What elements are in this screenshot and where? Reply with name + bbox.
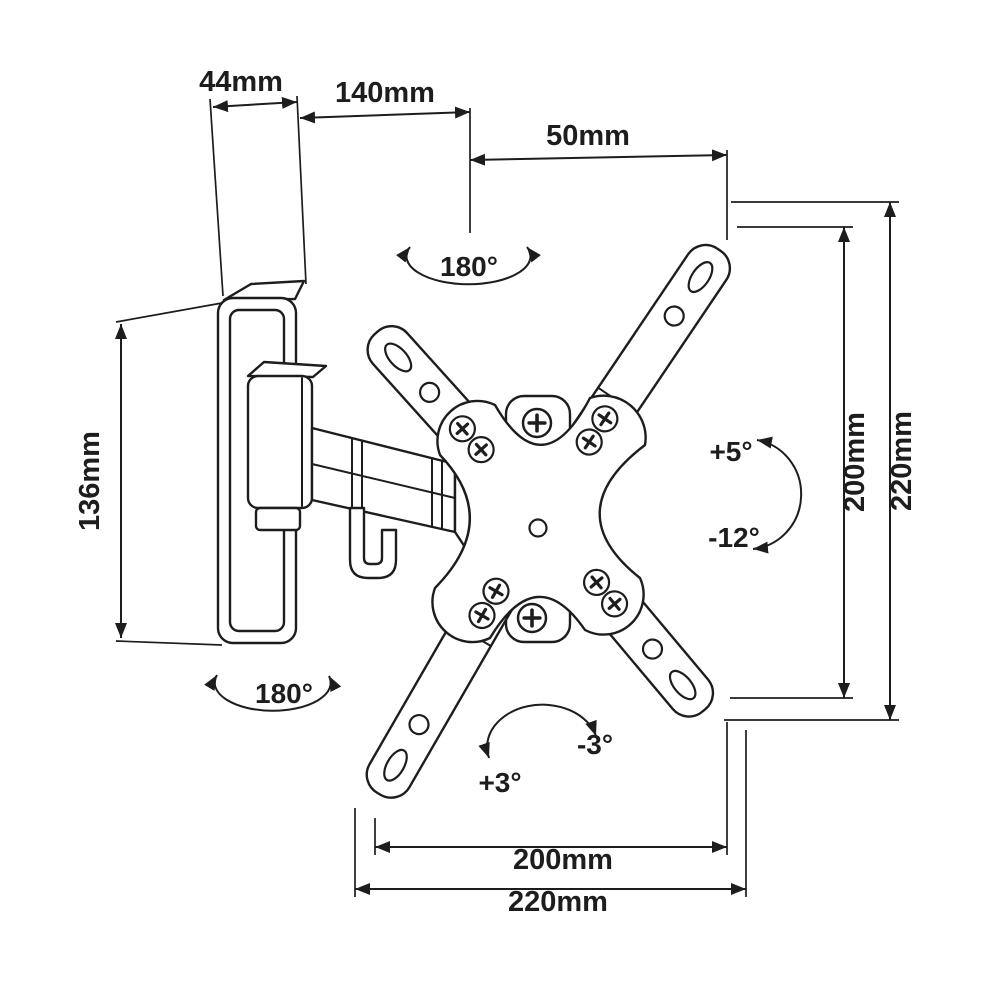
dimension-labels: 44mm 140mm 50mm 136mm 200mm 220mm 200mm … [74, 66, 918, 918]
tilt-up-label: +5° [709, 436, 752, 467]
mounting-slot [383, 748, 408, 782]
plate-width-label: 220mm [508, 886, 608, 918]
plate-screws [443, 399, 634, 635]
wall-plate-height-label: 136mm [74, 431, 106, 531]
angle-arrows [204, 246, 803, 759]
depth-label: 44mm [199, 66, 283, 98]
dim-line-44mm [212, 96, 298, 113]
plate-height-label: 220mm [886, 411, 918, 511]
arm-length-label: 140mm [335, 77, 435, 109]
articulating-arm [310, 426, 457, 534]
vesa-height-label: 200mm [839, 412, 871, 512]
swivel-top-label: 180° [440, 251, 498, 282]
rotation-minus-label: -3° [577, 729, 613, 760]
offset-label: 50mm [546, 120, 630, 152]
mounting-hole [418, 381, 441, 403]
swivel-arc-bottom [204, 674, 342, 712]
mounting-slot [384, 342, 413, 373]
swivel-arc-top [396, 246, 541, 286]
pivot-block-top-face [246, 360, 328, 379]
mounting-hole [408, 713, 430, 736]
dim-line-50mm [469, 149, 728, 166]
mounting-slot [687, 261, 714, 294]
dimension-lines [115, 96, 896, 895]
mounting-hole [663, 305, 685, 327]
tilt-arc [752, 436, 803, 554]
cable-hook [348, 506, 398, 580]
pivot-block-lower-tab [254, 506, 302, 532]
rotation-arc [478, 703, 597, 759]
center-hole [528, 518, 548, 538]
vesa-width-label: 200mm [513, 844, 613, 876]
rotation-plus-label: +3° [478, 767, 521, 798]
dim-line-140mm [299, 106, 471, 124]
extension-lines [115, 95, 899, 897]
swivel-bottom-label: 180° [255, 678, 313, 709]
pivot-block [246, 360, 328, 532]
tilt-down-label: -12° [708, 522, 760, 553]
mounting-hole [641, 638, 664, 660]
screw-bottom [516, 602, 548, 634]
screw-top [521, 407, 553, 439]
mounting-slot [668, 669, 697, 701]
